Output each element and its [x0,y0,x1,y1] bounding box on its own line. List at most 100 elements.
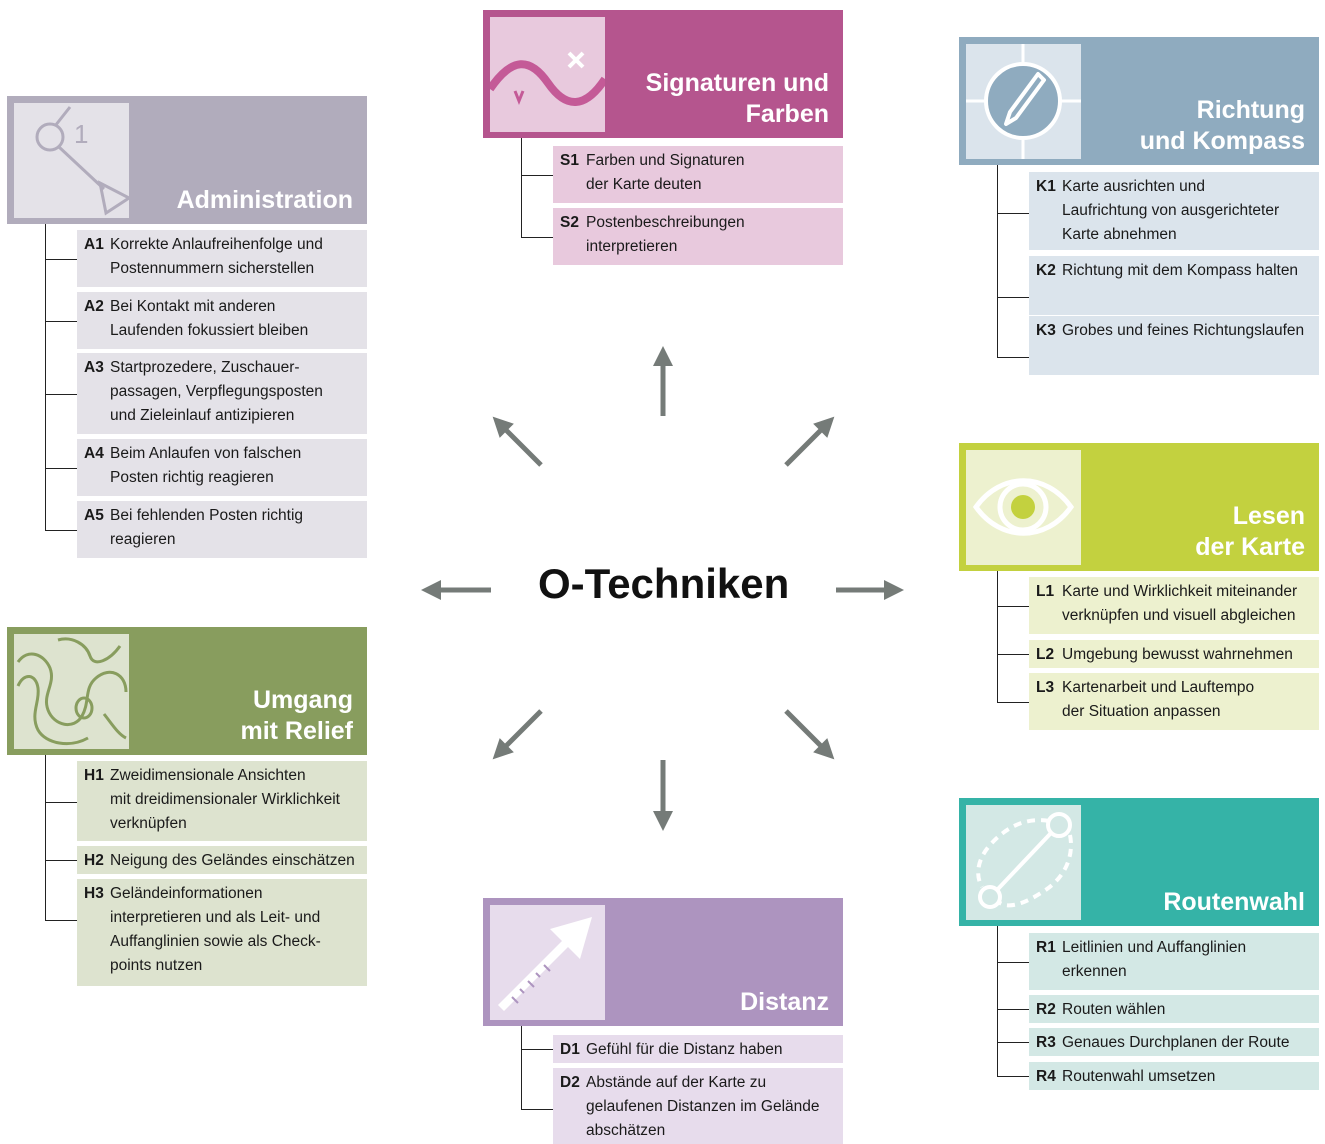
tree-connector [997,165,998,357]
skill-code: D2 [560,1074,580,1091]
skill-code: A1 [84,236,104,253]
skill-text: Karte und Wirklichkeit miteinander verkn… [1062,583,1298,624]
tree-branch [521,1109,553,1110]
skill-code: A2 [84,298,104,315]
skill-text: Korrekte Anlaufreihenfolge und Postennum… [110,236,323,277]
skill-text: Beim Anlaufen von falschen Posten richti… [110,445,302,486]
tree-branch [45,802,77,803]
category-title: Umgang mit Relief [240,686,353,745]
tree-branch [997,213,1029,214]
tree-connector [521,138,522,237]
category-header: Routenwahl [959,798,1319,926]
skill-code: R3 [1036,1034,1056,1051]
skill-text: Routenwahl umsetzen [1062,1068,1216,1085]
skill-code: K2 [1036,262,1056,279]
skill-item-a4: A4 Beim Anlaufen von falschen Posten rich… [77,439,367,496]
skill-item-r2: R2 Routen wählen [1029,995,1319,1023]
skill-item-k1: K1 Karte ausrichten und Laufrichtung von … [1029,172,1319,250]
tree-branch [521,237,553,238]
tree-branch [45,920,77,921]
arrow-down-left [492,709,543,760]
skill-code: L1 [1036,583,1055,600]
skill-text: Bei Kontakt mit anderen Laufenden fokuss… [110,298,309,339]
control-route-icon: 1 [14,103,129,218]
category-header: 1 Administration [7,96,367,224]
skill-item-a2: A2 Bei Kontakt mit anderen Laufenden foku… [77,292,367,349]
skill-text: Startprozedere, Zuschauer- passagen, Ver… [110,359,323,424]
skill-item-r3: R3 Genaues Durchplanen der Route [1029,1028,1319,1056]
tree-branch [997,1042,1029,1043]
tree-branch [997,606,1029,607]
tree-branch [997,702,1029,703]
tree-branch [521,175,553,176]
skill-code: R1 [1036,939,1056,956]
skill-code: H1 [84,767,104,784]
tree-branch [997,962,1029,963]
tree-connector [521,1026,522,1109]
tree-branch [521,1049,553,1050]
map-symbol-icon [490,17,605,132]
skill-text: Genaues Durchplanen der Route [1062,1034,1290,1051]
tree-branch [45,259,77,260]
skill-code: A4 [84,445,104,462]
tree-branch [997,1009,1029,1010]
center-title: O-Techniken [538,560,790,607]
skill-code: D1 [560,1041,580,1058]
skill-item-s2: S2 Postenbeschreibungen interpretieren [553,208,843,265]
ruler-arrow-icon [490,905,605,1020]
eye-icon [966,450,1081,565]
skill-code: H3 [84,885,104,902]
skill-item-a1: A1 Korrekte Anlaufreihenfolge und Postenn… [77,230,367,287]
tree-connector [45,224,46,530]
arrow-up-left [492,416,543,467]
skill-code: L3 [1036,679,1055,696]
skill-code: K3 [1036,322,1056,339]
tree-branch [997,297,1029,298]
category-header: Distanz [483,898,843,1026]
category-title: Richtung und Kompass [1139,96,1305,155]
skill-item-h1: H1 Zweidimensionale Ansichten mit dreidim… [77,761,367,841]
skill-text: Gefühl für die Distanz haben [586,1041,783,1058]
category-header: Umgang mit Relief [7,627,367,755]
skill-text: Postenbeschreibungen interpretieren [586,214,745,255]
contour-lines-icon [14,634,129,749]
skill-text: Karte ausrichten und Laufrichtung von au… [1062,178,1280,243]
skill-code: R4 [1036,1068,1056,1085]
skill-text: Routen wählen [1062,1001,1166,1018]
category-title: Distanz [740,988,829,1016]
skill-code: R2 [1036,1001,1056,1018]
category-header: Lesen der Karte [959,443,1319,571]
skill-text: Richtung mit dem Kompass halten [1062,262,1299,279]
skill-item-d1: D1 Gefühl für die Distanz haben [553,1035,843,1063]
skill-text: Umgebung bewusst wahrnehmen [1062,646,1293,663]
category-title: Lesen der Karte [1195,502,1305,561]
skill-item-l1: L1 Karte und Wirklichkeit miteinander ver… [1029,577,1319,634]
tree-branch [45,321,77,322]
skill-code: S2 [560,214,579,231]
skill-item-k2: K2 Richtung mit dem Kompass halten [1029,256,1319,315]
skill-text: Bei fehlenden Posten richtig reagieren [110,507,304,548]
skill-item-l2: L2 Umgebung bewusst wahrnehmen [1029,640,1319,668]
tree-branch [45,394,77,395]
category-title: Administration [176,186,353,214]
category-header: Signaturen und Farben [483,10,843,138]
tree-connector [45,755,46,920]
tree-branch [997,1076,1029,1077]
skill-code: K1 [1036,178,1056,195]
tree-branch [45,468,77,469]
skill-text: Zweidimensionale Ansichten mit dreidimen… [110,767,340,832]
tree-branch [45,860,77,861]
skill-code: L2 [1036,646,1055,663]
skill-text: Neigung des Geländes einschätzen [110,852,355,869]
compass-icon [966,44,1081,159]
tree-connector [997,571,998,702]
skill-text: Grobes und feines Richtungslaufen [1062,322,1305,339]
